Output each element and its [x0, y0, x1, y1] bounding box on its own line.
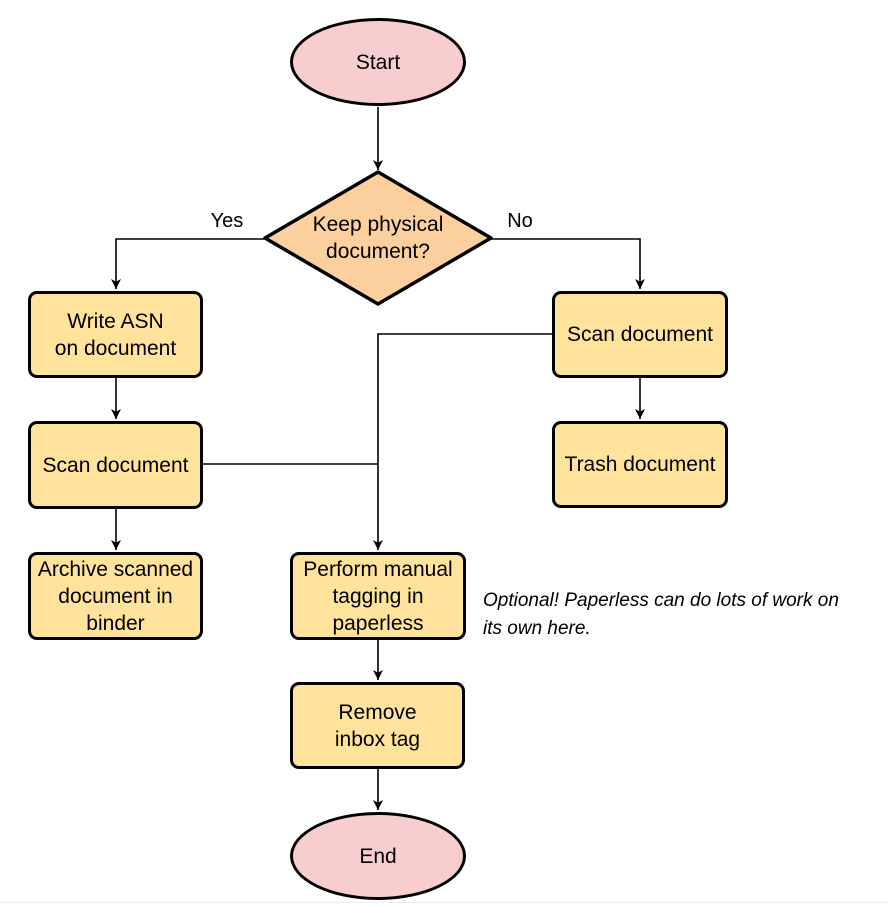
bottom-divider — [0, 902, 888, 903]
node-start-label: Start — [355, 50, 401, 74]
edge-label-no: No — [507, 210, 533, 232]
edge-decision-no-to-scan-right — [491, 238, 645, 289]
edge-scan-right-to-tagging — [373, 333, 552, 550]
node-archive-binder-label: Archive scanned document in binder — [37, 557, 194, 635]
node-manual-tagging: Perform manual tagging in paperless — [290, 552, 466, 640]
node-write-asn-label: Write ASN on document — [54, 309, 177, 360]
node-remove-inbox-tag-label: Remove inbox tag — [334, 700, 421, 751]
optional-note: Optional! Paperless can do lots of work … — [483, 590, 839, 639]
node-decision-label: Keep physical document? — [312, 213, 444, 263]
node-scan-document-right-label: Scan document — [567, 323, 713, 346]
node-end: End — [290, 812, 466, 900]
edge-decision-yes-to-write-asn — [111, 238, 265, 289]
node-archive-binder: Archive scanned document in binder — [28, 552, 203, 640]
decision-diamond — [263, 170, 493, 306]
node-trash-document: Trash document — [552, 421, 728, 508]
node-manual-tagging-label: Perform manual tagging in paperless — [303, 557, 453, 635]
node-scan-document-left-label: Scan document — [42, 453, 189, 477]
edge-label-yes: Yes — [210, 210, 244, 232]
node-write-asn: Write ASN on document — [28, 291, 203, 378]
node-start: Start — [290, 18, 466, 106]
node-scan-document-left: Scan document — [28, 421, 203, 509]
node-trash-document-label: Trash document — [564, 453, 716, 476]
node-remove-inbox-tag: Remove inbox tag — [290, 682, 465, 769]
node-scan-document-right: Scan document — [552, 291, 728, 378]
node-end-label: End — [359, 844, 397, 868]
